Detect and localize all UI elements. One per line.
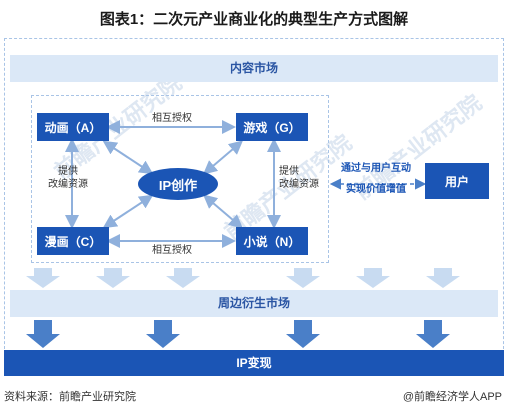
content-market-band: 内容市场: [10, 55, 498, 82]
diag-ip-novel: [202, 194, 244, 229]
down-arrow-upper-1: [26, 268, 60, 288]
down-arrow-lower-3: [286, 320, 320, 348]
user-interaction-line-2: 实现价值增值: [346, 184, 406, 195]
left-provide-label: 提供 改编资源: [48, 165, 88, 191]
node-comic: 漫画（C）: [37, 227, 109, 255]
chart-title: 图表1：二次元产业商业化的典型生产方式图解: [99, 11, 409, 28]
right-provide-line-1: 提供: [279, 166, 299, 177]
derivative-market-band: 周边衍生市场: [10, 290, 498, 317]
down-arrow-lower-1: [26, 320, 60, 348]
source-note: 资料来源：前瞻产业研究院: [4, 391, 136, 403]
node-ip-creation: IP创作: [138, 168, 218, 200]
node-user: 用户: [425, 163, 489, 199]
ip-monetization-bar: IP变现: [4, 350, 504, 376]
right-provide-line-2: 改编资源: [279, 179, 319, 190]
diag-ip-animation: [102, 140, 154, 175]
left-provide-line-1: 提供: [58, 166, 78, 177]
down-arrows-lower: [26, 320, 450, 348]
down-arrow-lower-4: [416, 320, 450, 348]
bottom-license-label: 相互授权: [152, 245, 192, 256]
down-arrow-lower-2: [146, 320, 180, 348]
node-game: 游戏（G）: [236, 113, 308, 141]
down-arrow-upper-6: [426, 268, 460, 288]
content-cluster-frame: [31, 95, 329, 263]
top-license-label: 相互授权: [152, 113, 192, 124]
diag-ip-comic: [102, 194, 154, 229]
right-provide-label: 提供 改编资源: [279, 165, 319, 191]
down-arrow-upper-4: [286, 268, 320, 288]
node-novel: 小说（N）: [236, 227, 308, 255]
down-arrow-upper-3: [166, 268, 200, 288]
down-arrows-upper: [26, 268, 460, 288]
down-arrow-upper-2: [96, 268, 130, 288]
diag-ip-game: [202, 140, 244, 175]
brand-credit: @前瞻经济学人APP: [402, 391, 502, 403]
user-interaction-line-1: 通过与用户互动: [341, 163, 411, 174]
node-animation: 动画（A）: [37, 113, 109, 141]
user-interaction-label: 通过与用户互动 实现价值增值: [341, 162, 411, 196]
down-arrow-upper-5: [356, 268, 390, 288]
left-provide-line-2: 改编资源: [48, 179, 88, 190]
